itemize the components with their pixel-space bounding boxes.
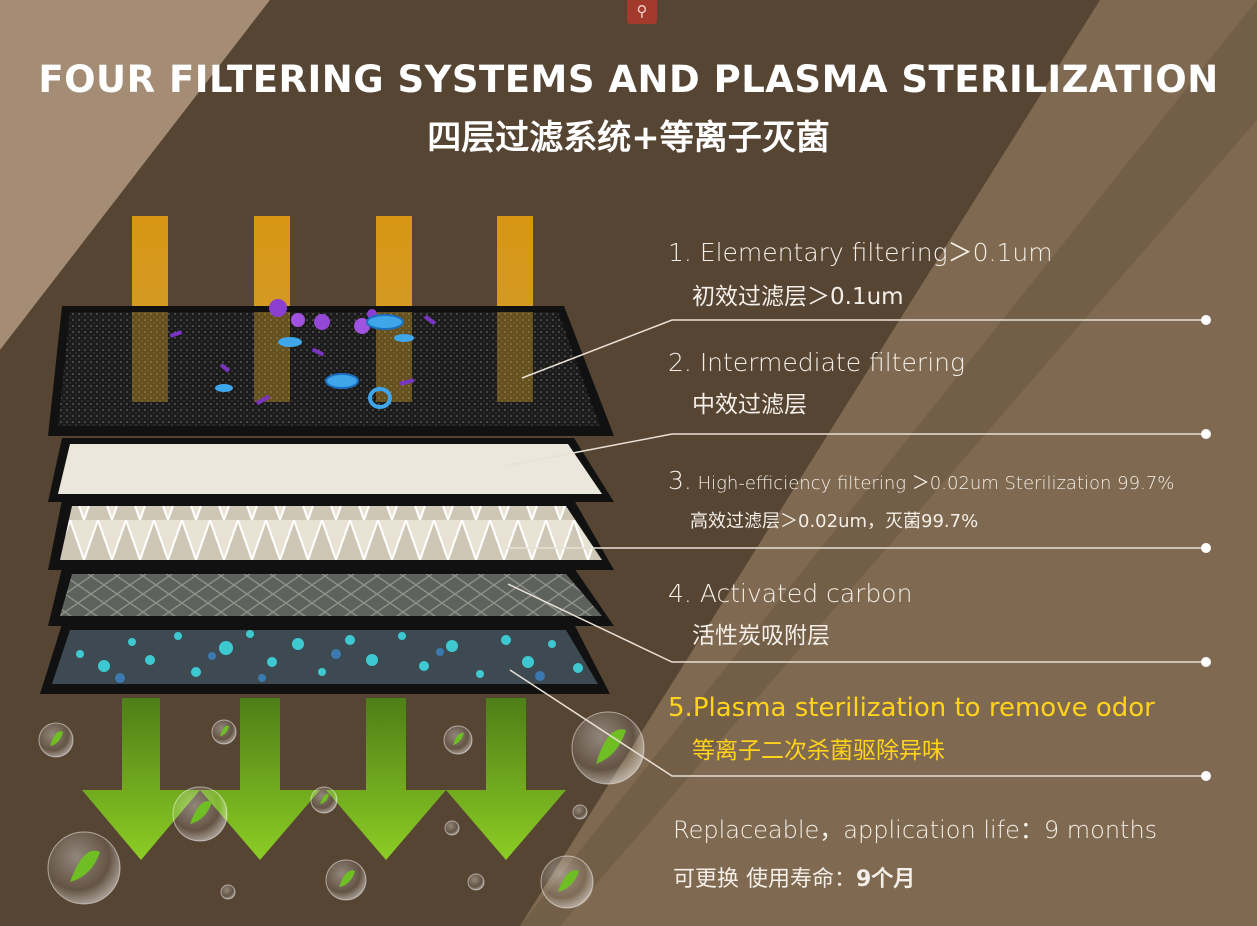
search-button[interactable]: ⚲ (627, 0, 657, 24)
layer-4-number: 4. (668, 579, 692, 608)
layer-2-label: 2. Intermediate filtering 中效过滤层 (668, 348, 965, 419)
layer-2-zh: 中效过滤层 (692, 392, 807, 418)
replacement-note-en: Replaceable，application life：9 months (673, 816, 1158, 844)
replacement-note: Replaceable，application life：9 months 可更… (673, 810, 1157, 893)
layer-1-zh: 初效过滤层＞0.1um (692, 284, 904, 310)
leader-lines (504, 319, 1206, 777)
search-icon: ⚲ (636, 2, 648, 20)
layer-3-number: 3. (668, 466, 692, 495)
leader-dots (1201, 315, 1211, 781)
filter-layer-5 (40, 624, 610, 694)
layer-4-label: 4. Activated carbon 活性炭吸附层 (668, 579, 912, 650)
life-label: 可更换 使用寿命： (673, 867, 856, 892)
layer-4-en: Activated carbon (699, 579, 913, 608)
layer-2-number: 2. (668, 348, 692, 377)
layer-1-en: Elementary filtering＞0.1um (699, 238, 1053, 267)
replacement-note-zh: 可更换 使用寿命：9个月 (673, 861, 1157, 893)
layer-3-zh: 高效过滤层＞0.02um，灭菌99.7% (690, 511, 979, 532)
outgoing-airflow (82, 698, 566, 860)
layer-5-en: Plasma sterilization to remove odor (692, 693, 1155, 723)
layer-4-zh: 活性炭吸附层 (692, 623, 830, 649)
layer-3-label: 3. High-efficiency filtering ＞0.02um Ste… (668, 466, 1174, 533)
filter-layer-2 (48, 438, 614, 502)
life-value: 9个月 (856, 867, 916, 892)
page-subtitle: 四层过滤系统+等离子灭菌 (427, 118, 830, 158)
layer-1-label: 1. Elementary filtering＞0.1um 初效过滤层＞0.1u… (668, 233, 1053, 311)
filter-layer-3 (48, 500, 614, 570)
particle-icons (169, 299, 437, 409)
page-title: FOUR FILTERING SYSTEMS AND PLASMA STERIL… (38, 58, 1219, 101)
layer-5-zh: 等离子二次杀菌驱除异味 (692, 738, 945, 764)
filter-layer-4 (48, 568, 614, 626)
layer-2-en: Intermediate filtering (699, 348, 965, 377)
layer-1-number: 1. (668, 238, 692, 267)
layer-5-label: 5.Plasma sterilization to remove odor 等离… (668, 693, 1155, 765)
filter-layer-1 (48, 299, 614, 436)
layer-5-number: 5. (668, 693, 693, 723)
layer-3-en: High-efficiency filtering ＞0.02um Steril… (697, 473, 1175, 494)
leaf-bubble-icons (38, 711, 645, 909)
